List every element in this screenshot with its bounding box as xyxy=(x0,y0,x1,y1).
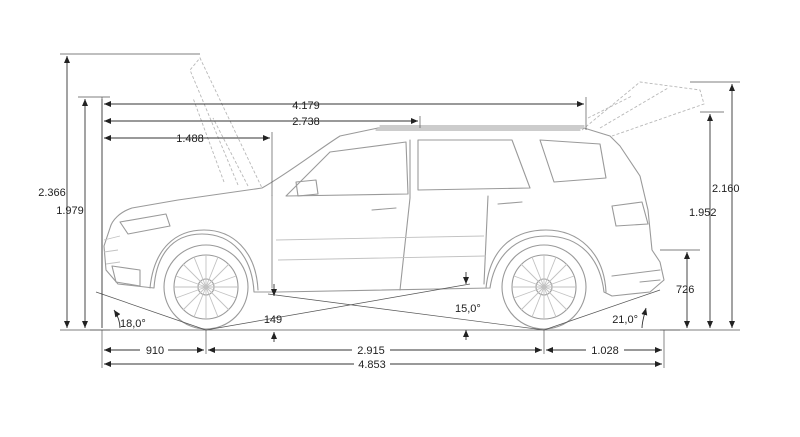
breakover-lines xyxy=(205,283,545,331)
label-approach-angle: 18,0° xyxy=(120,318,146,330)
quarter-window xyxy=(539,139,607,183)
side-mirror xyxy=(295,179,319,197)
label-wheelbase: 2.915 xyxy=(357,345,385,357)
label-height-open-front: 2.366 xyxy=(38,187,66,199)
front-window xyxy=(285,141,409,197)
right-vertical-dimensions: 2.160 1.952 726 xyxy=(660,81,740,331)
approach-line xyxy=(95,291,207,331)
label-length-overall-top: 4.179 xyxy=(292,100,320,112)
body-outline xyxy=(103,127,665,297)
headlight xyxy=(119,213,171,235)
label-height-roof-front: 1.979 xyxy=(56,205,84,217)
open-hood-outline xyxy=(189,57,263,189)
label-departure-angle: 21,0° xyxy=(612,314,638,326)
rear-wheel xyxy=(501,244,587,330)
label-ground-clearance: 149 xyxy=(264,314,282,326)
label-overall-length: 4.853 xyxy=(358,359,386,371)
taillight xyxy=(611,201,649,227)
top-horizontal-dimensions: 4.179 2.738 1.488 xyxy=(101,97,587,196)
open-tailgate-outline xyxy=(581,81,705,137)
label-length-upper: 2.738 xyxy=(292,116,320,128)
angle-annotations: 18,0° 15,0° 21,0° 149 xyxy=(113,272,648,342)
label-front-to-a-pillar: 1.488 xyxy=(176,133,204,145)
label-front-overhang: 910 xyxy=(146,345,164,357)
departure-line xyxy=(543,289,661,331)
bottom-horizontal-dimensions: 910 2.915 1.028 4.853 xyxy=(101,330,665,371)
rear-window xyxy=(417,139,531,191)
label-breakover-angle: 15,0° xyxy=(455,303,481,315)
label-rear-step-height: 726 xyxy=(676,284,694,296)
front-wheel xyxy=(163,244,249,330)
label-height-open-rear: 2.160 xyxy=(712,183,740,195)
left-vertical-dimensions: 2.366 1.979 xyxy=(38,53,200,331)
vehicle-side-profile xyxy=(90,57,705,331)
label-height-rear-alt: 1.952 xyxy=(689,207,717,219)
label-rear-overhang: 1.028 xyxy=(591,345,619,357)
